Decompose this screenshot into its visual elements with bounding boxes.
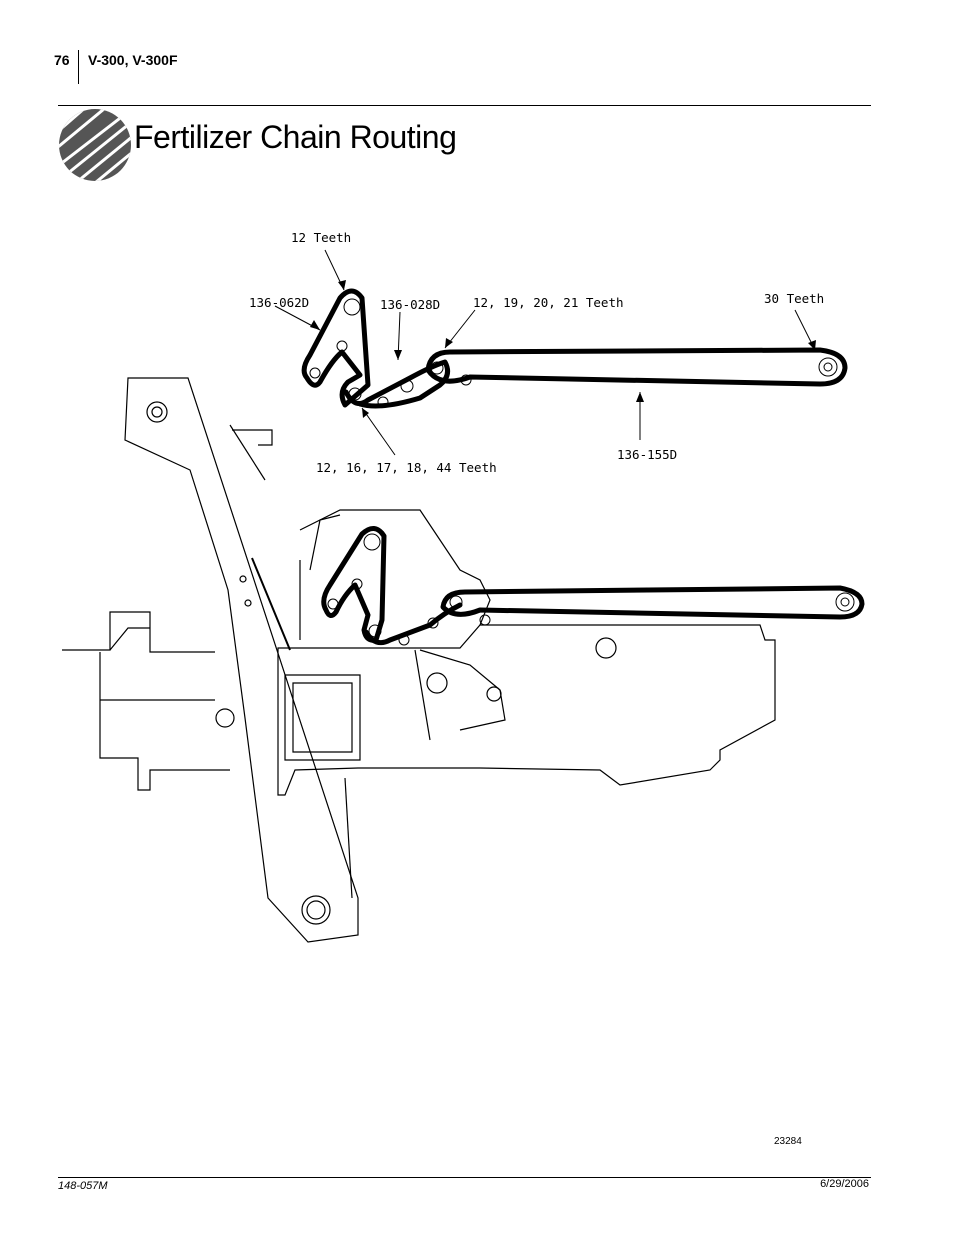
figure-number: 23284 bbox=[774, 1136, 802, 1147]
callout-136-062d: 136-062D bbox=[249, 295, 310, 310]
callout-136-155d: 136-155D bbox=[617, 447, 678, 462]
page-title: Fertilizer Chain Routing bbox=[134, 119, 457, 155]
callout-12-16-17-18-44-teeth: 12, 16, 17, 18, 44 Teeth bbox=[316, 460, 497, 475]
document-date: 6/29/2006 bbox=[820, 1178, 869, 1190]
callout-12-19-20-21-teeth: 12, 19, 20, 21 Teeth bbox=[473, 295, 624, 310]
left-bracket bbox=[62, 611, 230, 791]
frame-arm bbox=[124, 377, 359, 943]
callout-136-028d: 136-028D bbox=[380, 297, 441, 312]
callout-30-teeth: 30 Teeth bbox=[764, 291, 825, 306]
page-number: 76 bbox=[54, 52, 70, 68]
header-rule bbox=[58, 105, 871, 106]
document-number: 148-057M bbox=[58, 1180, 108, 1192]
model-name: V-300, V-300F bbox=[88, 52, 178, 68]
main-housing bbox=[277, 509, 776, 796]
callout-12-teeth: 12 Teeth bbox=[291, 230, 352, 245]
header-divider bbox=[78, 50, 79, 84]
great-plains-logo-icon bbox=[58, 108, 132, 187]
footer-rule bbox=[58, 1177, 871, 1178]
